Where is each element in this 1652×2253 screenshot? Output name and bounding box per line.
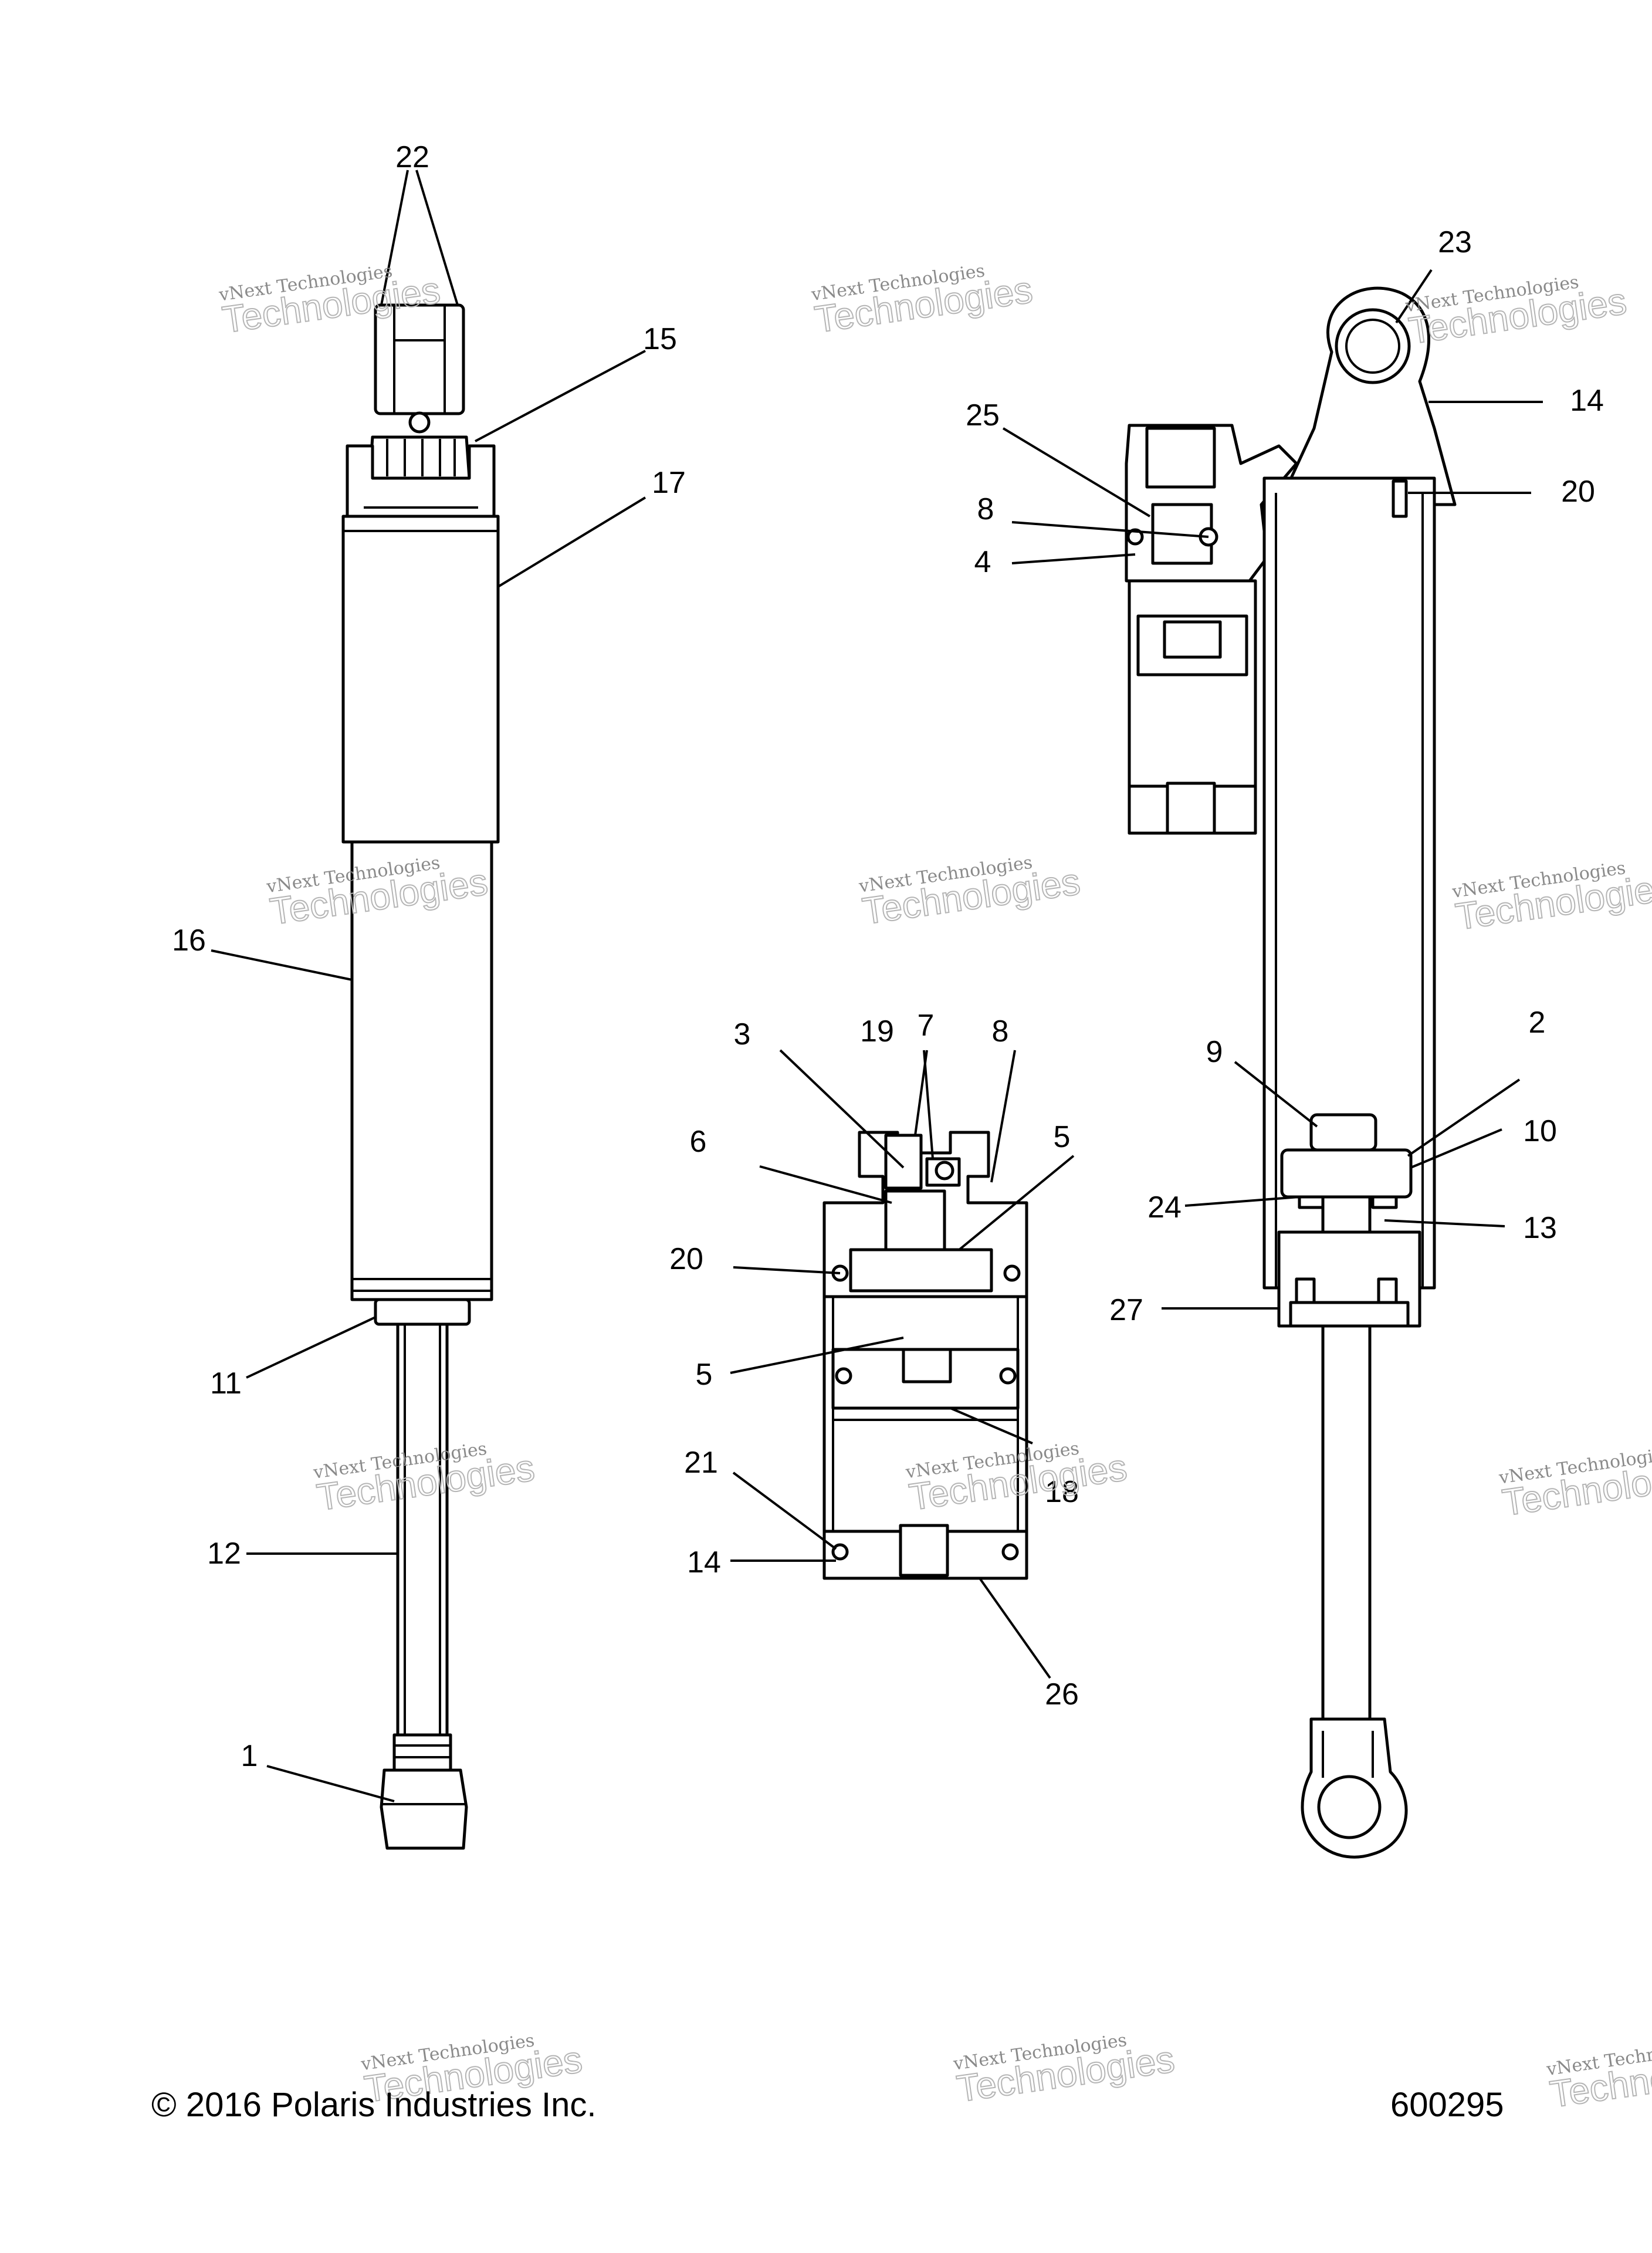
watermark: vNext Technologies Technologies xyxy=(810,261,1035,341)
callout-18: 18 xyxy=(1045,1475,1079,1509)
valve-piston xyxy=(849,1248,993,1293)
watermark: vNext Technologies Technologies xyxy=(1404,272,1630,353)
callout-12: 12 xyxy=(207,1537,241,1571)
watermark: vNext Technologies Technologies xyxy=(952,2030,1177,2111)
callout-6: 6 xyxy=(690,1125,707,1159)
watermark: vNext Technologies Technologies xyxy=(1545,2035,1652,2116)
lower-eye-neck xyxy=(392,1733,452,1772)
figure-number: 600295 xyxy=(1390,2086,1504,2124)
watermark: vNext Technologies Technologies xyxy=(1450,858,1652,939)
callout-3: 3 xyxy=(734,1017,751,1051)
shock-body xyxy=(350,840,493,1301)
callout-7: 7 xyxy=(918,1009,935,1043)
lower-eye xyxy=(380,1768,468,1850)
callout-10: 10 xyxy=(1523,1114,1557,1148)
callout-21: 21 xyxy=(684,1446,718,1480)
watermark: vNext Technologies Technologies xyxy=(857,853,1083,933)
callout-14-upper: 14 xyxy=(1570,384,1604,418)
watermark: vNext Technologies Technologies xyxy=(1497,1444,1652,1525)
callout-5-upper: 5 xyxy=(1054,1120,1071,1154)
callout-11: 11 xyxy=(210,1366,242,1400)
outer-sleeve xyxy=(341,515,500,844)
body-eyelet xyxy=(1277,286,1457,506)
callout-9: 9 xyxy=(1206,1035,1223,1069)
callout-26: 26 xyxy=(1045,1677,1079,1711)
callout-19: 19 xyxy=(860,1014,894,1048)
callout-20-upper: 20 xyxy=(1561,475,1595,509)
callout-27: 27 xyxy=(1109,1293,1143,1327)
top-mount-eye xyxy=(374,303,465,415)
callout-13: 13 xyxy=(1523,1211,1557,1245)
callout-22: 22 xyxy=(395,140,429,174)
valve-body xyxy=(884,1189,946,1251)
callout-4: 4 xyxy=(974,545,991,579)
main-piston xyxy=(1280,1148,1413,1199)
reservoir-adjuster xyxy=(1145,427,1216,489)
callout-17: 17 xyxy=(652,466,686,500)
callout-16: 16 xyxy=(172,923,206,958)
callout-5-lower: 5 xyxy=(696,1358,713,1392)
callout-25: 25 xyxy=(966,398,1000,432)
callout-15: 15 xyxy=(643,322,677,356)
callout-labels: 22 15 17 16 11 12 1 3 19 7 8 6 5 20 5 18… xyxy=(172,140,1604,1773)
callout-1: 1 xyxy=(241,1739,258,1773)
schrader-valve xyxy=(899,1524,949,1577)
shock-cutaway xyxy=(1125,286,1457,1859)
copyright-text: © 2016 Polaris Industries Inc. xyxy=(151,2086,597,2124)
piston-nut xyxy=(1309,1113,1377,1152)
leader-lines xyxy=(211,170,1543,1802)
callout-14-lower: 14 xyxy=(687,1545,721,1579)
callout-23: 23 xyxy=(1438,225,1472,259)
callout-24: 24 xyxy=(1147,1190,1182,1224)
adjuster-screw xyxy=(884,1134,923,1190)
callout-2: 2 xyxy=(1529,1006,1546,1040)
assembled-shock xyxy=(341,303,500,1850)
callout-8-lower: 8 xyxy=(992,1014,1009,1048)
reservoir-cutaway xyxy=(822,1131,1028,1580)
seal-nut xyxy=(374,1298,471,1326)
callout-20-lower: 20 xyxy=(669,1242,703,1276)
callout-8-upper: 8 xyxy=(977,492,994,526)
